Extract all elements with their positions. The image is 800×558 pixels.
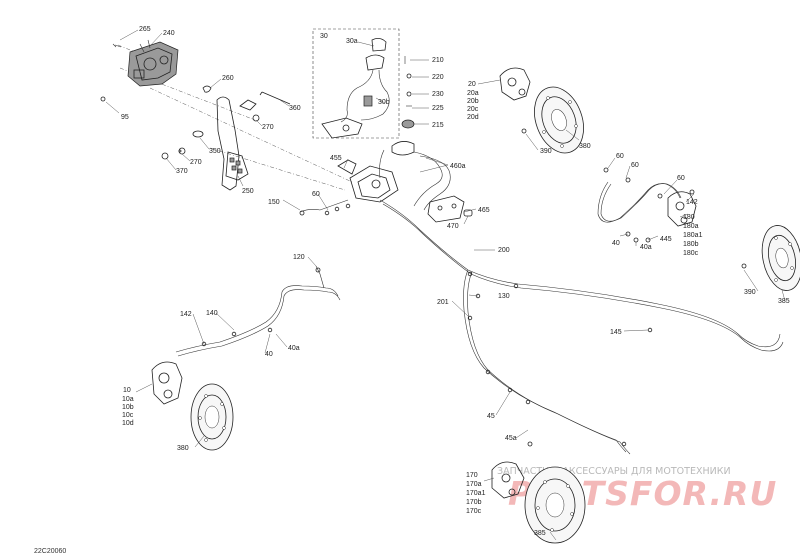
label-10a: 10a xyxy=(122,396,134,403)
label-30: 30 xyxy=(320,33,328,40)
label-20c: 20c xyxy=(467,106,479,113)
label-60d: 60 xyxy=(312,191,320,198)
label-150: 150 xyxy=(268,199,280,206)
label-210: 210 xyxy=(432,57,444,64)
label-170c: 170c xyxy=(466,508,482,515)
label-142a: 142 xyxy=(686,199,698,206)
label-445: 445 xyxy=(660,236,672,243)
label-40b: 40 xyxy=(265,351,273,358)
callout-labels: 265 240 260 95 360 270 350 270 370 250 3… xyxy=(121,26,790,537)
rear-disc xyxy=(524,466,586,544)
label-60b: 60 xyxy=(631,162,639,169)
label-60c: 60 xyxy=(677,175,685,182)
brake-line-main xyxy=(379,199,784,455)
label-385b: 385 xyxy=(534,530,546,537)
label-470: 470 xyxy=(447,223,459,230)
rear-caliper xyxy=(491,441,533,499)
master-cylinder-assembly xyxy=(100,39,353,191)
label-40b2: 40a xyxy=(288,345,300,352)
front-right-disc xyxy=(521,86,584,154)
label-200: 200 xyxy=(498,247,510,254)
label-40a2: 40a xyxy=(640,244,652,251)
label-180c: 180c xyxy=(683,250,699,257)
label-201: 201 xyxy=(437,299,449,306)
label-180: 180 xyxy=(683,214,695,221)
reservoir-kit xyxy=(321,38,390,139)
label-45a: 45a xyxy=(505,435,517,442)
label-10c: 10c xyxy=(122,412,134,419)
label-385a: 385 xyxy=(778,298,790,305)
leader-lines xyxy=(105,29,786,541)
label-142b: 142 xyxy=(180,311,192,318)
label-10d: 10d xyxy=(122,420,134,427)
label-180b: 180b xyxy=(683,241,699,248)
label-170b: 170b xyxy=(466,499,482,506)
hydraulic-unit xyxy=(299,141,473,223)
label-465: 465 xyxy=(478,207,490,214)
label-40a: 40 xyxy=(612,240,620,247)
label-370: 370 xyxy=(176,168,188,175)
label-220: 220 xyxy=(432,74,444,81)
label-225: 225 xyxy=(432,105,444,112)
label-360: 360 xyxy=(289,105,301,112)
label-20b: 20b xyxy=(467,98,479,105)
label-120: 120 xyxy=(293,254,305,261)
label-45: 45 xyxy=(487,413,495,420)
label-180a: 180a xyxy=(683,223,699,230)
label-10: 10 xyxy=(123,387,131,394)
reservoir-kit-box xyxy=(312,28,400,139)
label-460a: 460a xyxy=(450,163,466,170)
front-left-line xyxy=(175,265,341,357)
fasteners-column xyxy=(401,56,415,129)
label-250: 250 xyxy=(242,188,254,195)
label-390b: 390 xyxy=(744,289,756,296)
watermark-text: ЗАПЧАСТИ И АКСЕССУАРЫ ДЛЯ МОТОТЕХНИКИ xyxy=(497,466,731,477)
label-95: 95 xyxy=(121,114,129,121)
label-215: 215 xyxy=(432,122,444,129)
label-30a: 30a xyxy=(346,38,358,45)
label-170a: 170a xyxy=(466,481,482,488)
label-140: 140 xyxy=(206,310,218,317)
rear-right-caliper xyxy=(597,167,697,243)
rear-right-disc xyxy=(741,225,800,291)
label-20a: 20a xyxy=(467,90,479,97)
label-380a: 380 xyxy=(579,143,591,150)
label-10b: 10b xyxy=(122,404,134,411)
label-145: 145 xyxy=(610,329,622,336)
diagram-code: 22C20060 xyxy=(34,548,66,555)
front-right-caliper xyxy=(499,67,531,101)
label-390a: 390 xyxy=(540,148,552,155)
label-270b: 270 xyxy=(190,159,202,166)
label-350: 350 xyxy=(209,148,221,155)
label-20: 20 xyxy=(468,81,476,88)
label-265: 265 xyxy=(139,26,151,33)
label-260: 260 xyxy=(222,75,234,82)
label-170a1: 170a1 xyxy=(466,490,486,497)
label-30b: 30b xyxy=(378,99,390,106)
label-270a: 270 xyxy=(262,124,274,131)
label-230: 230 xyxy=(432,91,444,98)
label-60a: 60 xyxy=(616,153,624,160)
label-240: 240 xyxy=(163,30,175,37)
label-380b: 380 xyxy=(177,445,189,452)
label-455: 455 xyxy=(330,155,342,162)
label-130: 130 xyxy=(498,293,510,300)
front-left-disc xyxy=(190,383,234,451)
front-left-caliper xyxy=(151,361,183,405)
label-180a1: 180a1 xyxy=(683,232,703,239)
label-20d: 20d xyxy=(467,114,479,121)
label-170: 170 xyxy=(466,472,478,479)
